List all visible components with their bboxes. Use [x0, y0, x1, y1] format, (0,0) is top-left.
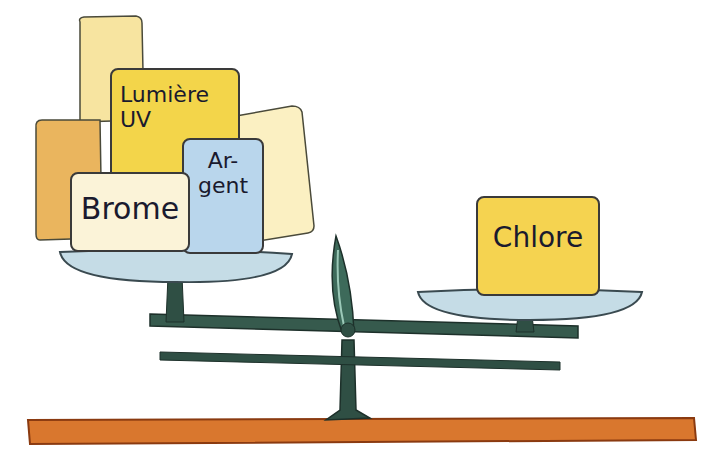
pivot — [341, 323, 355, 337]
block-label: Lumière UV — [120, 82, 228, 133]
needle — [332, 236, 354, 332]
block-label: Brome — [80, 192, 180, 227]
labelled-block: Ar- gent — [182, 138, 264, 254]
block-label: Chlore — [486, 222, 590, 254]
left-pan — [60, 249, 292, 282]
labelled-block: Chlore — [476, 196, 600, 296]
needle-highlight — [338, 250, 344, 326]
wooden-board — [28, 418, 696, 444]
labelled-block: Brome — [70, 172, 190, 252]
block-label: Ar- gent — [195, 148, 251, 199]
stand — [326, 340, 370, 420]
lower-bar — [160, 352, 560, 370]
